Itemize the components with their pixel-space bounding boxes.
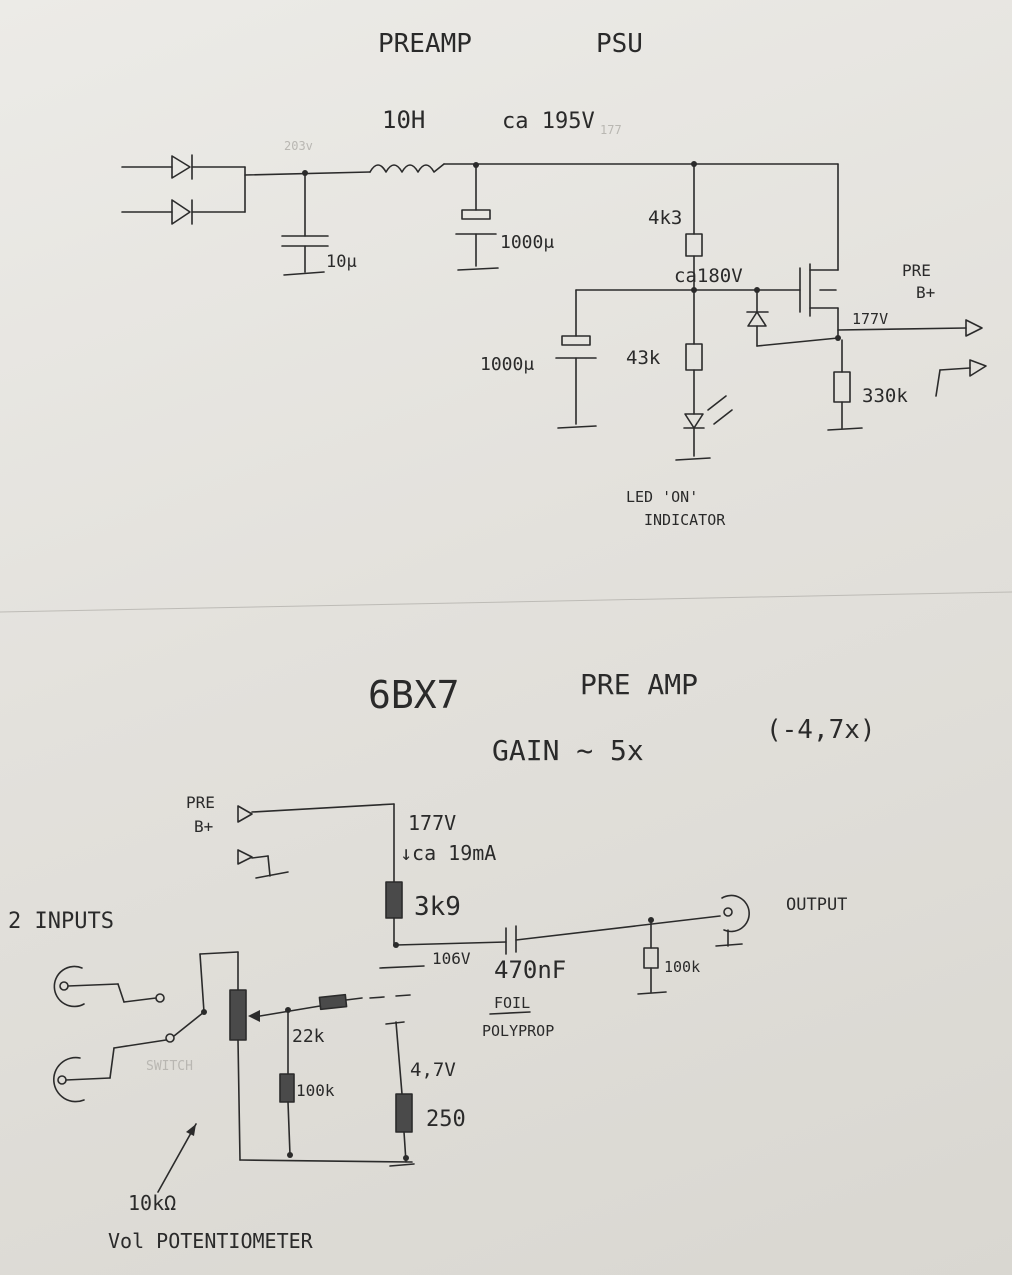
cap-1000u-b: 1000μ [480, 289, 597, 429]
output-label: OUTPUT [786, 895, 847, 915]
tube-cathode [385, 1021, 405, 1025]
led-label-1: LED 'ON' [626, 488, 698, 506]
inputs-label: 2 INPUTS [8, 909, 114, 934]
cap-1000u-b-label: 1000μ [480, 354, 534, 375]
pot-pointer-line [157, 1123, 197, 1193]
ground-ref-out-arrow [969, 359, 987, 377]
supply-in-arrow [237, 805, 253, 823]
choke-label: 10H [382, 106, 425, 134]
preamp-title: PRE AMP [580, 668, 698, 701]
cap-1000u-a: 1000μ [455, 162, 554, 271]
supply-label-1: PRE [186, 793, 215, 812]
gain-exact-label: (-4,7x) [766, 715, 876, 745]
cathode-voltage-label: 4,7V [410, 1059, 456, 1081]
cap-10u: 10μ [281, 170, 357, 276]
out-voltage-label: 177V [852, 310, 888, 328]
pre-b-plus-out-arrow [965, 319, 983, 337]
res-100k-out [643, 947, 659, 969]
tube-grid-dash-2 [395, 994, 411, 997]
res-43k-label: 43k [626, 347, 661, 369]
faint-voltage-right: 177 [600, 123, 622, 137]
tube-grid-dash-1 [369, 996, 385, 999]
pot-name-label: Vol POTENTIOMETER [108, 1229, 314, 1253]
psu-section: PREAMP PSU 10H ca 195V 203v 177 10μ [121, 29, 987, 529]
input-jack-1-icon [53, 965, 165, 1008]
res-250-cathode [395, 1093, 413, 1133]
choke-coil [369, 163, 445, 173]
res-100k-pot-label: 100k [296, 1081, 335, 1100]
cap-type-1: FOIL [494, 994, 530, 1012]
plate-voltage-label: 106V [432, 949, 471, 968]
preamp-tube-label: 6BX7 [368, 673, 460, 717]
out-label-1: PRE [902, 261, 931, 280]
input-switch-icon[interactable] [173, 951, 239, 1037]
current-label: ↓ca 19mA [400, 841, 496, 865]
res-330k-label: 330k [862, 385, 908, 407]
switch-label: SWITCH [146, 1059, 193, 1074]
psu-title-2: PSU [596, 29, 643, 59]
cap-type-2: POLYPROP [482, 1022, 554, 1040]
res-100k-pot [279, 1073, 295, 1103]
pot-value-label: 10kΩ [128, 1191, 176, 1215]
rectifier-diodes [121, 154, 371, 225]
supply-label-2: B+ [194, 817, 213, 836]
faint-voltage-left: 203v [284, 139, 313, 153]
res-3k9 [385, 881, 403, 919]
tube-plate [379, 965, 425, 969]
res-330k [833, 371, 851, 403]
cap-470n-label: 470nF [494, 956, 566, 984]
b-voltage-label: 177V [408, 811, 456, 835]
psu-title: PREAMP [378, 29, 472, 59]
pot-wiper-arrow [248, 1010, 260, 1022]
res-4k3 [685, 233, 703, 257]
psu-voltage-label: ca 195V [502, 109, 595, 134]
pot-pointer-arrowhead [186, 1124, 196, 1136]
sheet-divider [0, 591, 1012, 613]
gain-label: GAIN ~ 5x [492, 734, 644, 767]
out-label-2: B+ [916, 283, 935, 302]
cap-1000u-a-label: 1000μ [500, 232, 554, 253]
output-jack-icon [715, 894, 750, 947]
cap-10u-label: 10μ [326, 252, 357, 272]
led-icon [675, 395, 733, 461]
ground-in-arrow [237, 849, 253, 865]
node-voltage-label: ca180V [674, 265, 743, 287]
res-3k9-label: 3k9 [414, 892, 461, 922]
res-250-label: 250 [426, 1107, 466, 1132]
res-22k-label: 22k [292, 1026, 325, 1047]
volume-pot[interactable] [229, 989, 247, 1041]
led-label-2: INDICATOR [644, 511, 726, 529]
mosfet [799, 163, 839, 339]
res-22k [318, 993, 348, 1011]
zener-diode [746, 289, 839, 347]
res-100k-out-label: 100k [664, 958, 700, 976]
input-jack-2-icon [52, 1033, 175, 1103]
preamp-section: 6BX7 PRE AMP GAIN ~ 5x (-4,7x) PRE B+ 17… [8, 668, 876, 1253]
res-4k3-label: 4k3 [648, 207, 682, 229]
res-43k [685, 343, 703, 371]
